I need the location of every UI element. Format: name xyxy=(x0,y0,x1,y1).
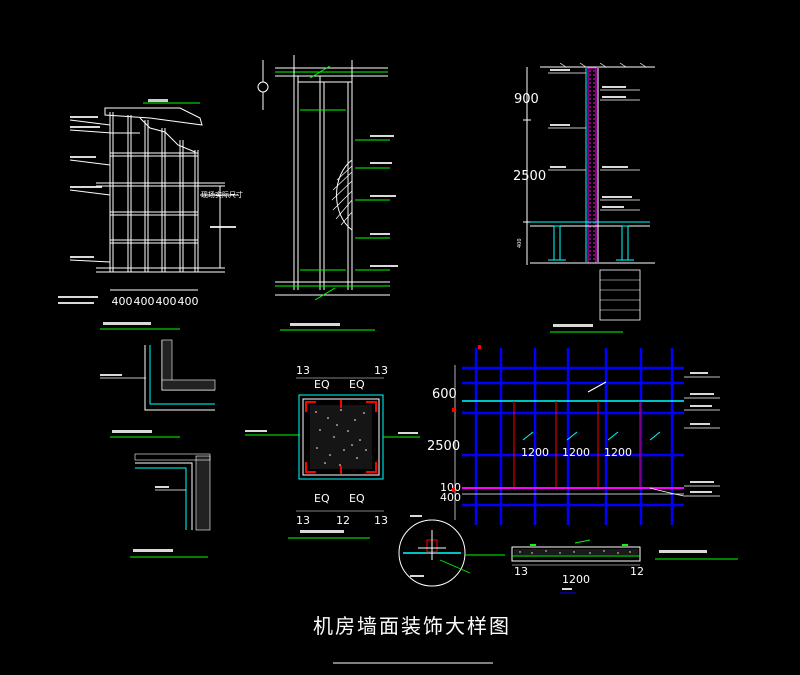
column-section-detail xyxy=(257,55,398,331)
sq-bottom-eq-right: EQ xyxy=(349,492,365,505)
section-dim-900: 900 xyxy=(514,92,539,107)
corner-detail-2 xyxy=(130,453,211,558)
sq-bottom-left: 13 xyxy=(296,514,310,527)
elev-dim-2500: 2500 xyxy=(427,439,460,454)
panel-dim-1: 1200 xyxy=(521,446,549,459)
sq-bottom-right: 13 xyxy=(374,514,388,527)
elev-dim-600: 600 xyxy=(432,387,457,402)
section-dim-2500: 2500 xyxy=(513,169,546,184)
elev-dim-100: 100 xyxy=(440,481,461,494)
concrete-speckle xyxy=(315,409,367,466)
floor-dim-left: 13 xyxy=(514,565,528,578)
elev-dim-1: 400 xyxy=(112,295,133,308)
sq-bottom-eq-left: EQ xyxy=(314,492,330,505)
floor-dim-mid: 1200 xyxy=(562,573,590,586)
elev-dim-2: 400 xyxy=(134,295,155,308)
wall-section-detail: 900 2500 400 xyxy=(513,62,655,333)
square-column-detail: 13 EQ EQ 13 EQ xyxy=(245,364,420,539)
section-dim-400: 400 xyxy=(517,238,523,248)
sq-top-right: 13 xyxy=(374,364,388,377)
elev-dim-4: 400 xyxy=(178,295,199,308)
wall-panel-elevation: 600 2500 100 400 xyxy=(427,345,720,525)
joint-callout-circle xyxy=(398,515,505,587)
elev-dim-3: 400 xyxy=(156,295,177,308)
corner-detail-1 xyxy=(100,339,216,438)
sq-top-left: 13 xyxy=(296,364,310,377)
drawing-title: 机房墙面装饰大样图 xyxy=(313,614,511,638)
floor-dim-right: 12 xyxy=(630,565,644,578)
sq-top-eq-right: EQ xyxy=(349,378,365,391)
panel-dim-3: 1200 xyxy=(604,446,632,459)
elev-dim-400: 400 xyxy=(440,491,461,504)
left-elevation-detail: 现场实际尺寸 400 400 400 400 xyxy=(58,99,243,330)
floor-joint-detail: 13 1200 12 xyxy=(511,539,738,594)
sq-top-eq-left: EQ xyxy=(314,378,330,391)
sq-bottom-mid: 12 xyxy=(336,514,350,527)
elevation-side-label: 现场实际尺寸 xyxy=(201,190,243,199)
panel-dim-2: 1200 xyxy=(562,446,590,459)
